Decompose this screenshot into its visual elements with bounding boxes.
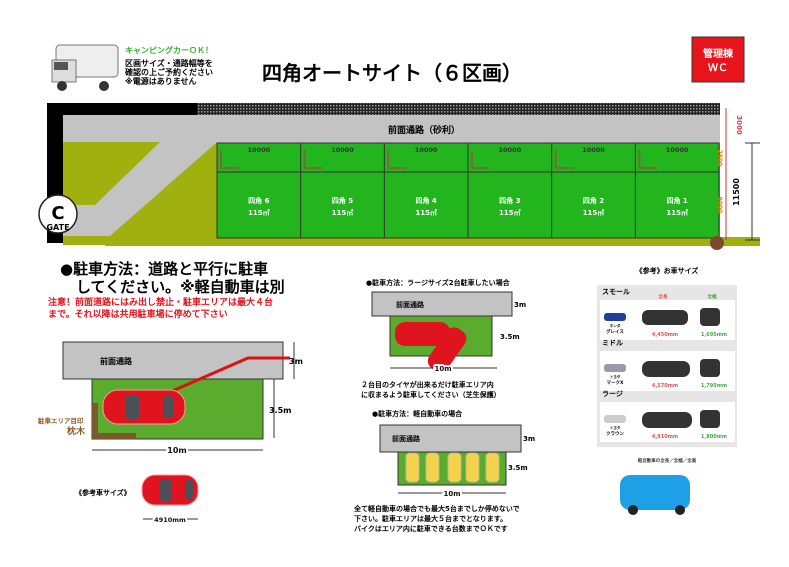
parking-diagram-kei [379,424,522,494]
car-size-panel [597,285,737,515]
warning-text: 注意！前面道路にはみ出し禁止・駐車エリアは最大４台 [48,296,273,308]
lot-marker [303,150,323,169]
lot-marker [220,150,239,169]
car-maker: ホンダ [610,323,621,328]
dim-label: 3m [523,435,535,443]
car-maker: トヨタ [610,374,621,379]
lot-width: 10000 [331,146,354,154]
car-length: 4,450mm [652,332,678,338]
lot-width: 10000 [582,146,605,154]
lot-name[interactable]: 四角 1 [667,196,688,205]
dim-label: 10m [167,446,186,455]
dim-depth: 9000 [716,197,723,214]
kei-heading: ●駐車方法：軽自動車の場合 [372,409,463,418]
large-heading: ●駐車方法：ラージサイズ2台駐車したい場合 [366,278,511,287]
lot-area: 115㎡ [248,208,270,217]
gate-label: GATE [46,223,69,232]
dim-label: 3m [514,301,526,309]
page-title: 四角オートサイト（６区画） [262,61,522,85]
lot-width: 10000 [248,146,271,154]
car-length: 4,570mm [652,383,678,389]
site-map [38,103,760,250]
car-model: クラウン [606,430,624,437]
kei-note: 全て軽自動車の場合でも最大5台までしか停めないで [353,504,520,513]
dim-label: 10m [443,490,460,498]
length-header: 全長 [658,293,668,300]
gate-letter: C [51,203,64,224]
car-class: スモール [602,288,630,296]
car-width: 1,695mm [701,332,727,338]
marker-name: 枕木 [67,425,86,437]
kei-note: バイクはエリア内に駐車できる台数までＯＫです [354,524,508,533]
width-header: 全幅 [707,293,717,300]
car-width: 1,800mm [701,434,727,440]
lot-marker [554,150,574,169]
notice-line: ※電源はありません [125,76,197,86]
car-maker: トヨタ [610,425,621,430]
ref-car-label: 《参考車サイズ》 [75,488,131,497]
lot-name[interactable]: 四角 4 [416,196,437,205]
lot-area: 115㎡ [499,208,521,217]
wc-label: ＷＣ [708,62,728,74]
dim-label: 3.5m [269,406,292,415]
dim-road: 3000 [735,115,743,135]
lot-area: 115㎡ [332,208,354,217]
dim-total: 11500 [732,178,741,206]
lot-area: 115㎡ [583,208,605,217]
car-model: マークX [607,379,624,386]
lot-width: 10000 [415,146,438,154]
parking-heading: ●駐車方法：道路と平行に駐車 [60,260,268,278]
wc-label: 管理棟 [703,47,734,60]
dim-front: 2500 [716,150,723,167]
wc-building [691,36,745,83]
parking-diagram-large [371,291,513,373]
lot-name[interactable]: 四角 5 [332,196,353,205]
lot-marker [471,150,490,169]
warning-text: まで。それ以降は共用駐車場に停めて下さい [48,308,228,320]
parking-diagram-main [62,341,295,520]
car-model: グレイス [606,328,624,335]
lot-width: 10000 [666,146,689,154]
car-width: 1,795mm [701,383,727,389]
lot-area: 115㎡ [666,208,688,217]
car-length: 4,910mm [652,434,678,440]
ref-car-length: 4910mm [154,516,186,524]
road-label: 前面通路 [100,356,133,366]
notice-line: 区画サイズ・通路幅等を [125,58,213,68]
kei-car-image [620,475,690,510]
camper-ok-text: キャンピングカーＯＫ！ [125,45,213,55]
dim-label: 3.5m [500,333,520,341]
road-label: 前面通路（砂利） [388,124,460,136]
kei-note: 下さい。駐車エリアは最大５台までとなります。 [354,514,507,523]
dim-label: 3m [289,357,303,366]
car-class: ミドル [602,339,623,347]
parking-heading: してください。※軽自動車は別 [76,278,285,296]
kei-caption: 軽自動車の全長／全幅／全高 [638,457,697,464]
lot-width: 10000 [499,146,522,154]
lot-name[interactable]: 四角 2 [583,196,604,205]
road-label: 前面通路 [392,434,421,443]
dim-label: 3.5m [508,464,528,472]
road-label: 前面通路 [396,300,425,309]
lot-name[interactable]: 四角 3 [499,196,520,205]
large-note: ２台目のタイヤが出来るだけ駐車エリア内 [361,380,494,389]
lot-name[interactable]: 四角 6 [248,196,269,205]
lot-area: 115㎡ [415,208,437,217]
camper-van-image [51,44,119,91]
lot-marker [387,150,407,169]
dim-label: 10m [434,365,451,373]
notice-line: 確認の上ご予約ください [125,67,213,77]
large-note: に収まるよう駐車してください（芝生保護） [361,390,501,399]
lot-marker [638,150,658,169]
car-class: ラージ [602,390,623,398]
car-sizes-title: 《参考》お車サイズ [636,266,699,275]
marker-label: 駐車エリア目印 [38,416,84,425]
